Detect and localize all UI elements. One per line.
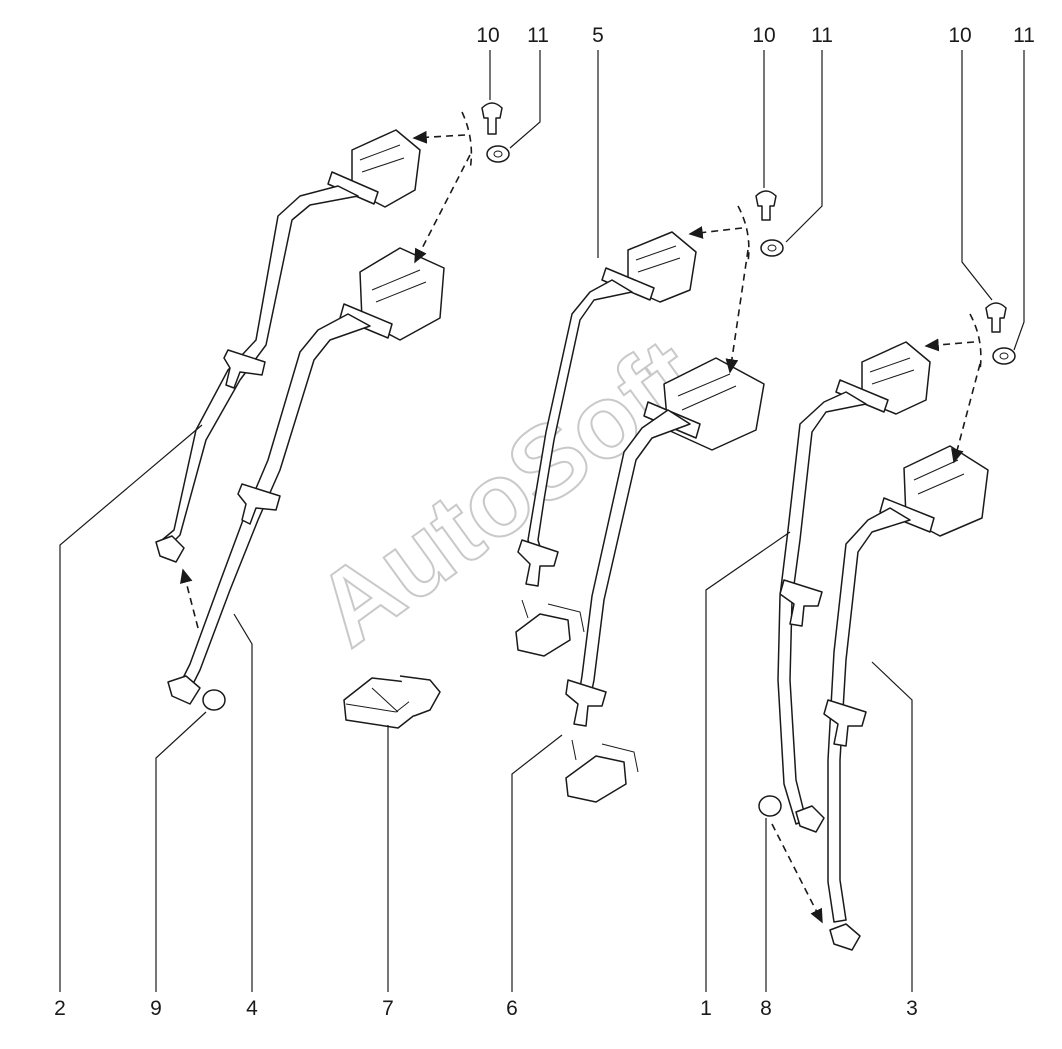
cap-8 xyxy=(758,795,782,817)
belt-guide-3 xyxy=(823,699,867,747)
belt-guide-5 xyxy=(517,539,559,587)
callout-11-middle: 11 xyxy=(811,24,833,47)
callout-1: 1 xyxy=(700,997,712,1020)
callout-8: 8 xyxy=(760,997,772,1020)
washer-11-right xyxy=(992,347,1016,365)
anchor-3 xyxy=(829,923,861,951)
bolt-10-left xyxy=(481,102,503,135)
belt-strap-1 xyxy=(777,391,867,825)
belt-guide-1 xyxy=(779,579,823,627)
callout-11-right: 11 xyxy=(1013,24,1035,47)
washer-11-left xyxy=(486,145,510,163)
middle-belt-assembly xyxy=(343,190,784,803)
callout-7: 7 xyxy=(382,997,394,1020)
right-belt-assembly xyxy=(758,302,1016,951)
anchor-4 xyxy=(167,675,201,705)
callout-10-right: 10 xyxy=(948,24,971,47)
callout-6: 6 xyxy=(506,997,518,1020)
callout-5: 5 xyxy=(592,24,604,47)
belt-guide-6 xyxy=(565,679,607,727)
callout-11-left: 11 xyxy=(527,24,549,47)
cap-9 xyxy=(202,689,226,711)
bolt-10-middle xyxy=(755,190,777,221)
anchor-1 xyxy=(795,805,825,833)
leader-lines xyxy=(59,50,1025,992)
belt-guide-4 xyxy=(237,483,281,525)
belt-strap-3 xyxy=(827,507,911,923)
retractor-upper-left xyxy=(327,129,421,208)
washer-11-middle xyxy=(760,239,784,257)
retractor-lower-left xyxy=(339,247,445,341)
callout-2: 2 xyxy=(54,997,66,1020)
belt-guide-2 xyxy=(223,349,266,389)
callout-10-left: 10 xyxy=(476,24,499,47)
bolt-10-right xyxy=(985,302,1007,333)
retractor-upper-middle xyxy=(601,231,697,303)
retractor-upper-right xyxy=(835,341,931,415)
anchor-2 xyxy=(155,535,185,563)
buckle-6 xyxy=(565,755,627,803)
callout-3: 3 xyxy=(906,997,918,1020)
callout-9: 9 xyxy=(150,997,162,1020)
left-belt-assembly xyxy=(155,102,510,711)
buckle-5 xyxy=(515,613,571,657)
buckle-block-7 xyxy=(343,675,441,729)
callout-10-middle: 10 xyxy=(752,24,775,47)
callout-labels: 10 11 5 10 11 10 11 2 9 4 7 6 1 8 3 xyxy=(54,24,1035,1020)
watermark: AutoSoft xyxy=(295,317,718,669)
callout-4: 4 xyxy=(246,997,258,1020)
